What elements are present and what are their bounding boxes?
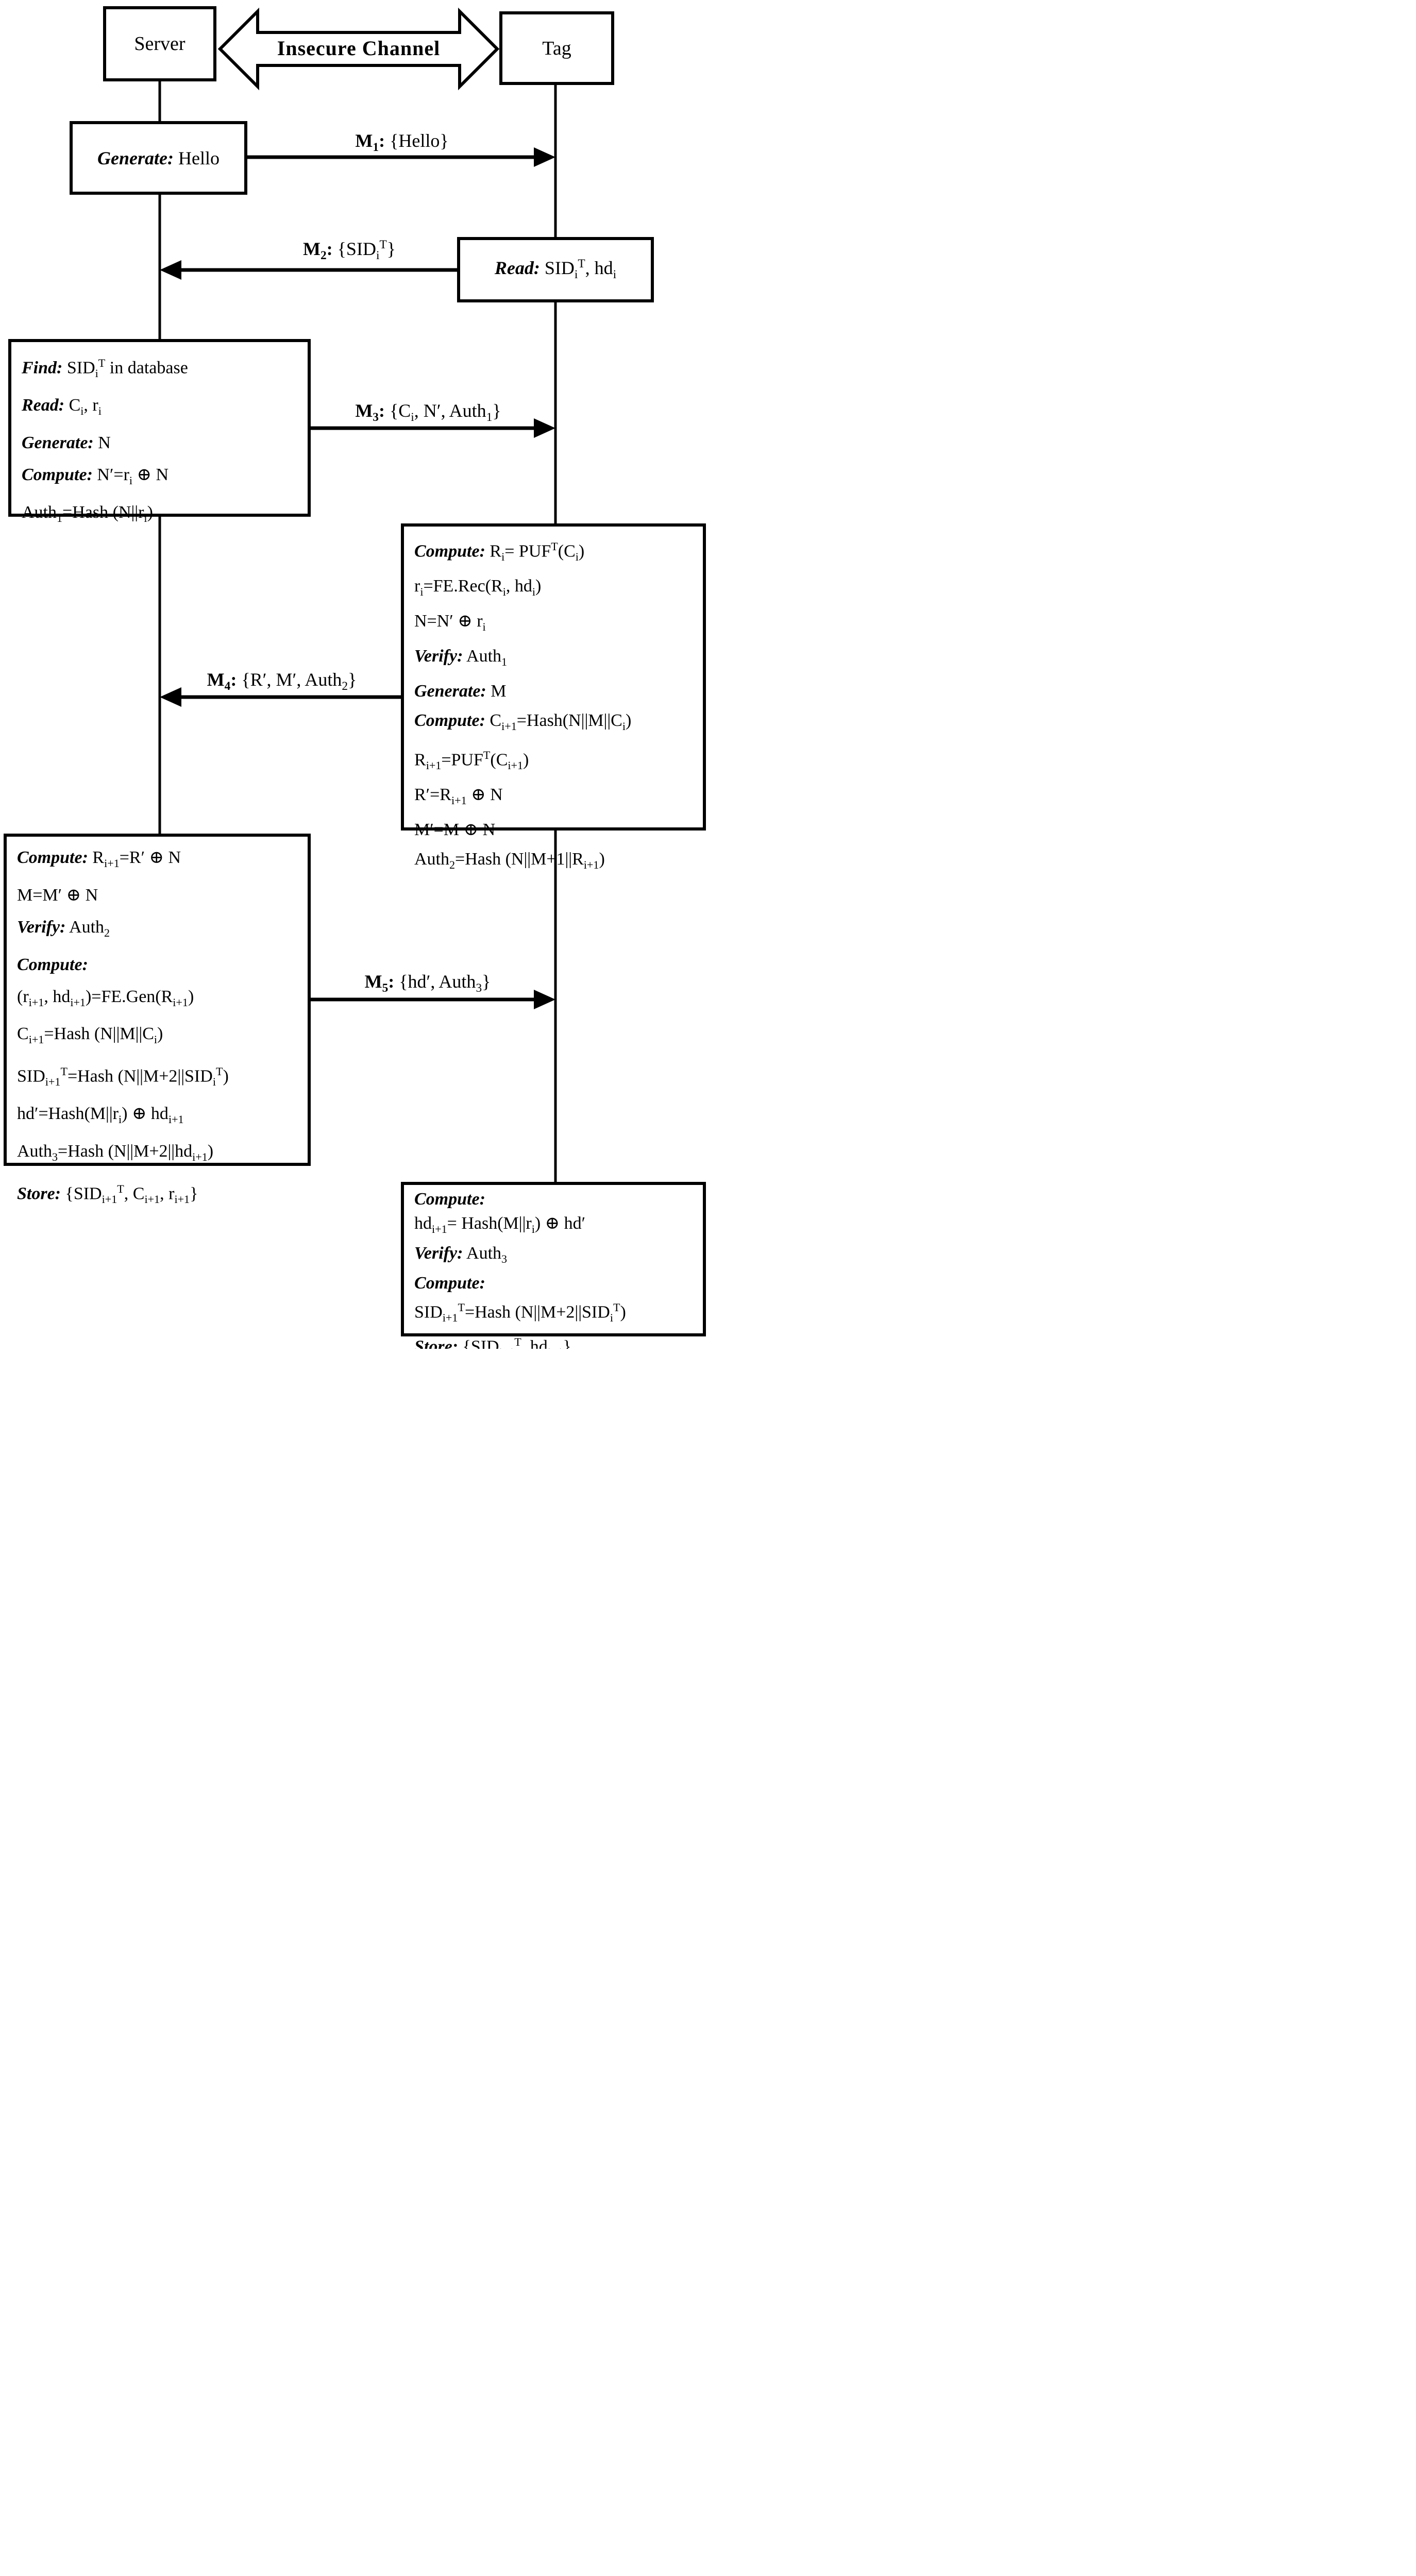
m3-arrow	[311, 418, 555, 438]
tag-compute-line: Verify: Auth1	[414, 646, 508, 668]
m5-arrow	[311, 990, 555, 1009]
tag-actor-label: Tag	[542, 37, 571, 59]
tag-finalize-line: Store: {SIDi+1T, hdi+1}	[414, 1335, 571, 1349]
find-line: Read: Ci, ri	[22, 396, 102, 417]
m1-message-label: M1: {Hello}	[355, 130, 449, 155]
server-compute-line: Compute: Ri+1=R′ ⊕ N	[17, 848, 181, 870]
server-compute-box: Compute: Ri+1=R′ ⊕ N M=M′ ⊕ N Verify: Au…	[4, 834, 311, 1206]
find-line: Compute: N′=ri ⊕ N	[22, 465, 169, 487]
tag-finalize-line: SIDi+1T=Hash (N||M+2||SIDiT)	[414, 1300, 626, 1324]
server-compute-line: Verify: Auth2	[17, 917, 110, 939]
m2-message-label: M2: {SIDiT}	[302, 238, 396, 263]
tag-compute-line: R′=Ri+1 ⊕ N	[414, 785, 503, 807]
tag-finalize-line: Compute:	[414, 1273, 485, 1293]
tag-compute-line: M′=M ⊕ N	[414, 820, 496, 840]
tag-compute-line: ri=FE.Rec(Ri, hdi)	[414, 577, 542, 598]
server-actor-label: Server	[134, 33, 186, 55]
find-line: Generate: N	[22, 433, 111, 452]
tag-compute-line: Compute: Ri= PUFT(Ci)	[414, 540, 585, 564]
tag-compute-box: Compute: Ri= PUFT(Ci) ri=FE.Rec(Ri, hdi)…	[401, 523, 706, 871]
tag-finalize-line: hdi+1= Hash(M||ri) ⊕ hd′	[414, 1214, 586, 1235]
server-generate-hello-box: Generate: Hello	[70, 121, 247, 195]
m4-message-label: M4: {R′, M′, Auth2}	[207, 669, 357, 693]
m3-message-label: M3: {Ci, N′, Auth1}	[355, 400, 501, 425]
insecure-channel-arrow	[217, 7, 500, 91]
tag-compute-line: Ri+1=PUFT(Ci+1)	[414, 749, 529, 772]
server-compute-line: Compute:	[17, 955, 88, 974]
tag-compute-line: Auth2=Hash (N||M+1||Ri+1)	[414, 850, 605, 872]
tag-compute-line: Compute: Ci+1=Hash(N||M||Ci)	[414, 710, 632, 733]
tag-read-box: Read: SIDiT, hdi	[457, 237, 654, 302]
insecure-channel-label: Insecure Channel	[277, 37, 441, 60]
server-find-box: Find: SIDiT in database Read: Ci, ri Gen…	[8, 339, 311, 524]
server-actor-box: Server	[103, 6, 216, 81]
server-compute-line: Auth3=Hash (N||M+2||hdi+1)	[17, 1142, 214, 1163]
connector-layer	[158, 7, 557, 1182]
tag-compute-line: N=N′ ⊕ ri	[414, 611, 486, 633]
tag-finalize-box: Compute: hdi+1= Hash(M||ri) ⊕ hd′ Verify…	[401, 1182, 706, 1349]
tag-finalize-line: Compute:	[414, 1190, 485, 1209]
server-compute-line: (ri+1, hdi+1)=FE.Gen(Ri+1)	[17, 987, 194, 1009]
server-compute-line: Ci+1=Hash (N||M||Ci)	[17, 1024, 163, 1046]
protocol-sequence-diagram: Server Tag Insecure Channel Generate: He…	[0, 0, 708, 1349]
find-line: Find: SIDiT in database	[22, 357, 188, 380]
server-compute-line: hd′=Hash(M||ri) ⊕ hdi+1	[17, 1104, 184, 1126]
server-compute-line: M=M′ ⊕ N	[17, 885, 98, 905]
m2-arrow	[160, 260, 457, 280]
m5-message-label: M5: {hd′, Auth3}	[364, 971, 491, 995]
m4-arrow	[160, 687, 401, 707]
server-compute-line: Store: {SIDi+1T, Ci+1, ri+1}	[17, 1182, 198, 1206]
tag-read-text: Read: SIDiT, hdi	[494, 257, 617, 282]
m1-arrow	[247, 147, 555, 167]
server-compute-line: SIDi+1T=Hash (N||M+2||SIDiT)	[17, 1065, 229, 1089]
tag-compute-line: Generate: M	[414, 681, 507, 701]
server-generate-hello-text: Generate: Hello	[97, 147, 220, 168]
tag-actor-box: Tag	[499, 11, 614, 85]
tag-finalize-line: Verify: Auth3	[414, 1243, 508, 1265]
find-line: Auth1=Hash (N||ri)	[22, 502, 153, 524]
